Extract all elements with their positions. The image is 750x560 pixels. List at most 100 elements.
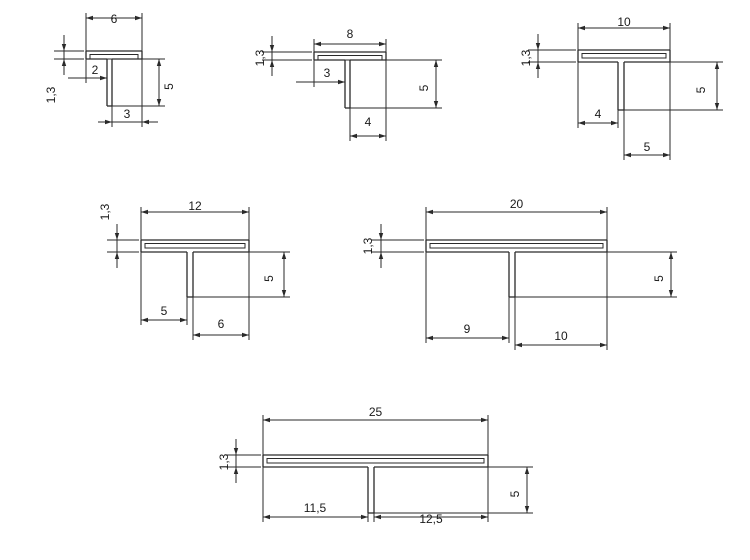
flange-slot (144, 243, 246, 249)
arrowhead (350, 133, 357, 139)
arrowhead (338, 79, 345, 85)
width-label: 10 (617, 15, 631, 29)
arrowhead (379, 133, 386, 139)
arrowhead (281, 290, 287, 297)
right-segment-label: 5 (644, 140, 651, 154)
height-label: 5 (262, 275, 276, 282)
arrowhead (269, 60, 275, 67)
arrowhead (242, 209, 249, 215)
profile-p20: 20 1,3 5 9 10 (361, 197, 677, 350)
arrowhead (668, 252, 674, 259)
arrowhead (156, 99, 162, 106)
arrowhead (578, 120, 585, 126)
arrowhead (114, 252, 120, 259)
right-segment-label: 12,5 (419, 512, 443, 526)
arrowhead (361, 514, 368, 520)
width-label: 25 (369, 405, 383, 419)
profile-p6: 6 1,3 5 2 3 (44, 12, 176, 127)
arrowhead (156, 59, 162, 66)
arrowhead (578, 25, 585, 31)
arrowhead (624, 152, 631, 158)
arrowhead (378, 252, 384, 259)
arrowhead (535, 62, 541, 69)
arrowhead (524, 467, 530, 474)
arrowhead (61, 59, 67, 66)
arrowhead (263, 514, 270, 520)
right-segment-label: 3 (124, 107, 131, 121)
arrowhead (502, 335, 509, 341)
arrowhead (141, 317, 148, 323)
arrowhead (142, 119, 149, 125)
profile-p8: 8 1,3 5 3 4 (253, 27, 442, 141)
arrowhead (600, 209, 607, 215)
arrowhead (433, 101, 439, 108)
profile-p12: 12 1,3 5 5 6 (98, 199, 290, 340)
width-label: 8 (347, 27, 354, 41)
arrowhead (141, 209, 148, 215)
flange-slot (266, 458, 485, 464)
arrowhead (100, 75, 107, 81)
width-label: 6 (111, 12, 118, 26)
thickness-label: 1,3 (361, 237, 375, 254)
height-label: 5 (417, 84, 431, 91)
arrowhead (233, 448, 239, 455)
arrowhead (314, 41, 321, 47)
thickness-label: 1,3 (519, 49, 533, 66)
arrowhead (433, 60, 439, 67)
arrowhead (426, 209, 433, 215)
flange-slot (581, 53, 667, 59)
arrowhead (668, 290, 674, 297)
flange-slot (89, 54, 139, 60)
arrowhead (233, 467, 239, 474)
right-segment-label: 4 (365, 115, 372, 129)
arrowhead (61, 44, 67, 51)
arrowhead (535, 43, 541, 50)
arrowhead (379, 41, 386, 47)
height-label: 5 (652, 275, 666, 282)
width-label: 12 (188, 199, 202, 213)
arrowhead (114, 233, 120, 240)
right-segment-label: 10 (554, 329, 568, 343)
width-label: 20 (510, 197, 524, 211)
arrowhead (524, 506, 530, 513)
arrowhead (714, 62, 720, 69)
height-label: 5 (508, 490, 522, 497)
arrowhead (86, 15, 93, 21)
arrowhead (135, 15, 142, 21)
left-segment-label: 3 (324, 66, 331, 80)
arrowhead (426, 335, 433, 341)
arrowhead (663, 152, 670, 158)
height-label: 5 (162, 83, 176, 90)
arrowhead (515, 342, 522, 348)
right-segment-label: 6 (218, 317, 225, 331)
arrowhead (481, 417, 488, 423)
left-segment-label: 5 (161, 304, 168, 318)
arrowhead (180, 317, 187, 323)
flange-slot (317, 55, 383, 61)
arrowhead (105, 119, 112, 125)
left-segment-label: 2 (92, 63, 99, 77)
arrowhead (263, 417, 270, 423)
arrowhead (600, 342, 607, 348)
arrowhead (269, 45, 275, 52)
arrowhead (378, 233, 384, 240)
flange-slot (429, 243, 604, 249)
arrowhead (374, 514, 381, 520)
profile-p10: 10 1,3 5 4 5 (519, 15, 723, 160)
left-segment-label: 4 (595, 107, 602, 121)
height-label: 5 (694, 86, 708, 93)
arrowhead (663, 25, 670, 31)
left-segment-label: 9 (464, 322, 471, 336)
arrowhead (714, 103, 720, 110)
arrowhead (481, 514, 488, 520)
arrowhead (242, 332, 249, 338)
thickness-label: 1,3 (253, 49, 267, 66)
thickness-label: 1,3 (98, 203, 112, 220)
arrowhead (193, 332, 200, 338)
left-segment-label: 11,5 (304, 501, 327, 515)
thickness-label: 1,3 (44, 86, 58, 103)
arrowhead (281, 252, 287, 259)
arrowhead (611, 120, 618, 126)
